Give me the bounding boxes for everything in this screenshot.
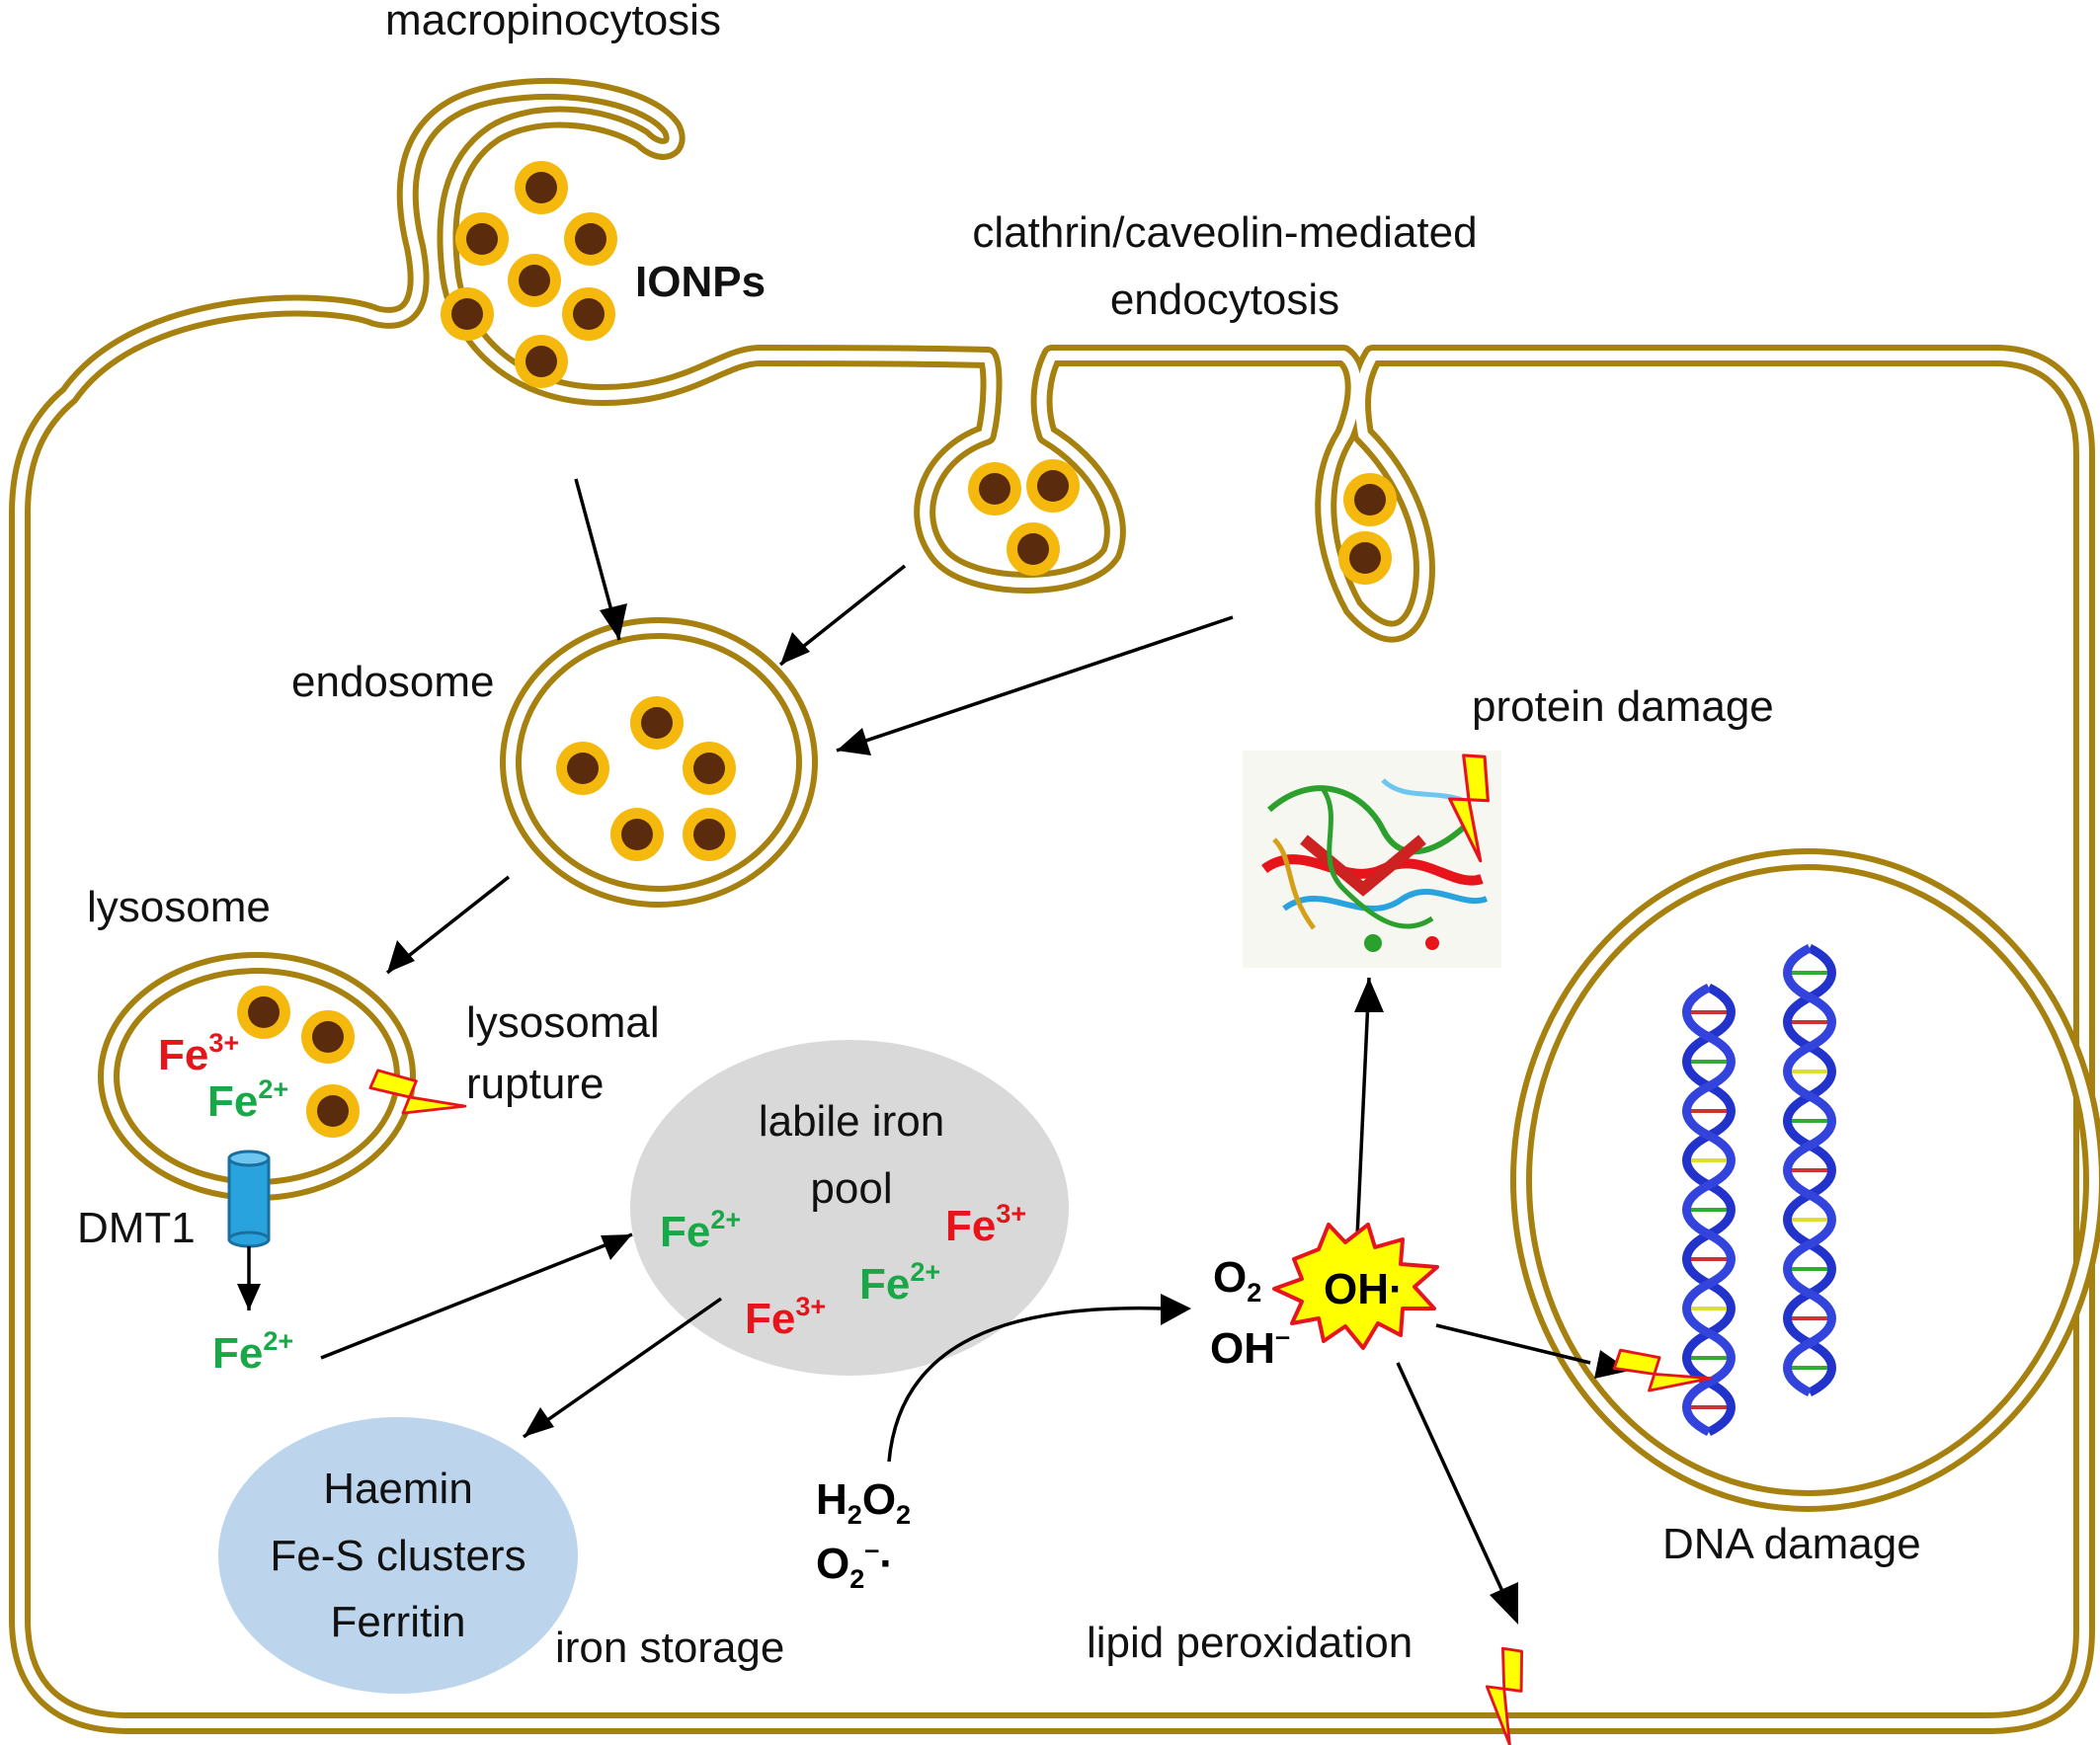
nanoparticle (1026, 459, 1080, 513)
nanoparticle (301, 1010, 355, 1064)
dna-helix (1682, 943, 1836, 1437)
fe2-ion-cytosol: Fe2+ (212, 1326, 293, 1378)
dna-damage-label: DNA damage (1662, 1520, 1921, 1568)
fe3-ion-pool-a: Fe3+ (945, 1199, 1026, 1250)
ionps-label: IONPs (635, 258, 766, 306)
nanoparticle (610, 808, 664, 861)
hydroxide-label: OH– (1210, 1321, 1290, 1373)
fe2-ion-pool-a: Fe2+ (660, 1205, 741, 1256)
nanoparticle (306, 1084, 360, 1138)
iron-storage (218, 1417, 578, 1694)
nanoparticle (515, 335, 568, 388)
fe3-ion-pool-b: Fe3+ (745, 1292, 826, 1343)
fe2-ion-lysosome: Fe2+ (207, 1074, 288, 1126)
nucleus (1510, 848, 2100, 1512)
superoxide-label: O2–· (816, 1535, 894, 1594)
lipid-peroxidation-label: lipid peroxidation (1087, 1619, 1413, 1667)
protein-structure (1243, 751, 1501, 968)
nanoparticle (455, 212, 509, 266)
caveolin-vesicle-nanoparticles (1338, 473, 1397, 585)
hydrogen-peroxide-label: H2O2 (816, 1475, 911, 1530)
lysosomal-rupture-label-line1: lysosomal (466, 998, 660, 1047)
endosome (500, 617, 818, 908)
nanoparticle (562, 287, 615, 341)
clathrin-vesicle-nanoparticles (968, 459, 1080, 576)
fe3-ion-lysosome: Fe3+ (158, 1028, 239, 1079)
iron-storage-label: iron storage (555, 1624, 784, 1672)
hydroxyl-radical-label: OH· (1324, 1265, 1404, 1313)
dmt1-label: DMT1 (77, 1204, 196, 1252)
oxygen-label: O2 (1213, 1253, 1261, 1308)
lysosomal-rupture-label-line2: rupture (466, 1060, 604, 1108)
nanoparticle (508, 254, 561, 307)
nanoparticle (630, 696, 684, 750)
labile-iron-pool (630, 1040, 1069, 1376)
dmt1-transporter (227, 1150, 271, 1248)
nanoparticle (683, 742, 736, 795)
labile-pool-label-line2: pool (810, 1164, 892, 1213)
fe2-ion-pool-b: Fe2+ (859, 1257, 940, 1309)
nanoparticle (556, 742, 609, 795)
nanoparticle (683, 808, 736, 861)
storage-item-ferritin: Ferritin (331, 1598, 466, 1646)
macropinocytosis-label: macropinocytosis (385, 0, 721, 44)
cell-membrane (9, 77, 2095, 1734)
nanoparticle (1007, 522, 1060, 576)
nanoparticle (441, 287, 494, 341)
nanoparticle (968, 462, 1021, 516)
storage-item-haemin: Haemin (323, 1465, 473, 1513)
arrowheads (237, 603, 1630, 1625)
nanoparticle (1343, 473, 1397, 526)
labile-pool-label-line1: labile iron (759, 1097, 944, 1146)
nanoparticle (1338, 531, 1392, 585)
nanoparticle (515, 161, 568, 214)
storage-item-fe-s-clusters: Fe-S clusters (270, 1532, 525, 1580)
nanoparticle (237, 986, 290, 1039)
nanoparticle (564, 212, 617, 266)
hydroxyl-radical-burst (1272, 1223, 1439, 1350)
lysosome-label: lysosome (87, 883, 271, 931)
endosome-label: endosome (291, 658, 494, 706)
endocytosis-label-line1: clathrin/caveolin-mediated (972, 208, 1477, 257)
endocytosis-label-line2: endocytosis (1110, 276, 1339, 324)
protein-damage-label: protein damage (1472, 682, 1774, 731)
